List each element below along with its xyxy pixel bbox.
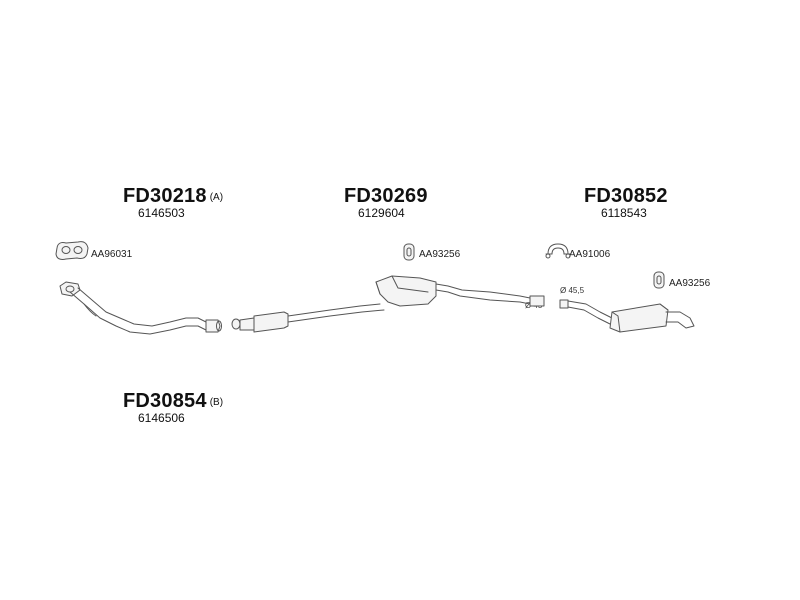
part-label-fd30269: FD30269 6129604 [344,186,428,219]
middle-silencer-fd30269 [231,275,545,333]
part-code: FD30852 [584,185,668,207]
part-code: FD30854 [123,390,207,412]
oem-number: 6118543 [601,206,647,220]
gasket-aa96031-icon [55,241,89,260]
oem-number: 6146506 [138,411,185,425]
oem-number: 6129604 [358,206,405,220]
part-label-fd30852: FD30852 6118543 [584,186,668,219]
part-variant: (A) [209,192,224,203]
diameter-label-rear: Ø 45,5 [560,286,585,295]
part-variant: (B) [209,397,224,408]
accessory-label-aa96031: AA96031 [91,249,133,260]
part-code: FD30218 [123,185,207,207]
accessory-label-aa93256-rear: AA93256 [669,278,711,289]
front-pipe-fd30218 [59,281,222,335]
oem-number: 6146503 [138,206,185,220]
mounting-rubber-aa93256-rear-icon [653,271,665,289]
part-label-fd30218: FD30218(A) 6146503 [123,186,223,219]
clamp-aa91006-icon [545,243,571,259]
part-code: FD30269 [344,185,428,207]
accessory-label-aa93256: AA93256 [419,249,461,260]
rear-silencer-fd30852 [559,299,695,333]
part-label-fd30854: FD30854(B) 6146506 [123,391,223,424]
mounting-rubber-aa93256-icon [403,243,415,261]
accessory-label-aa91006: AA91006 [569,249,611,260]
